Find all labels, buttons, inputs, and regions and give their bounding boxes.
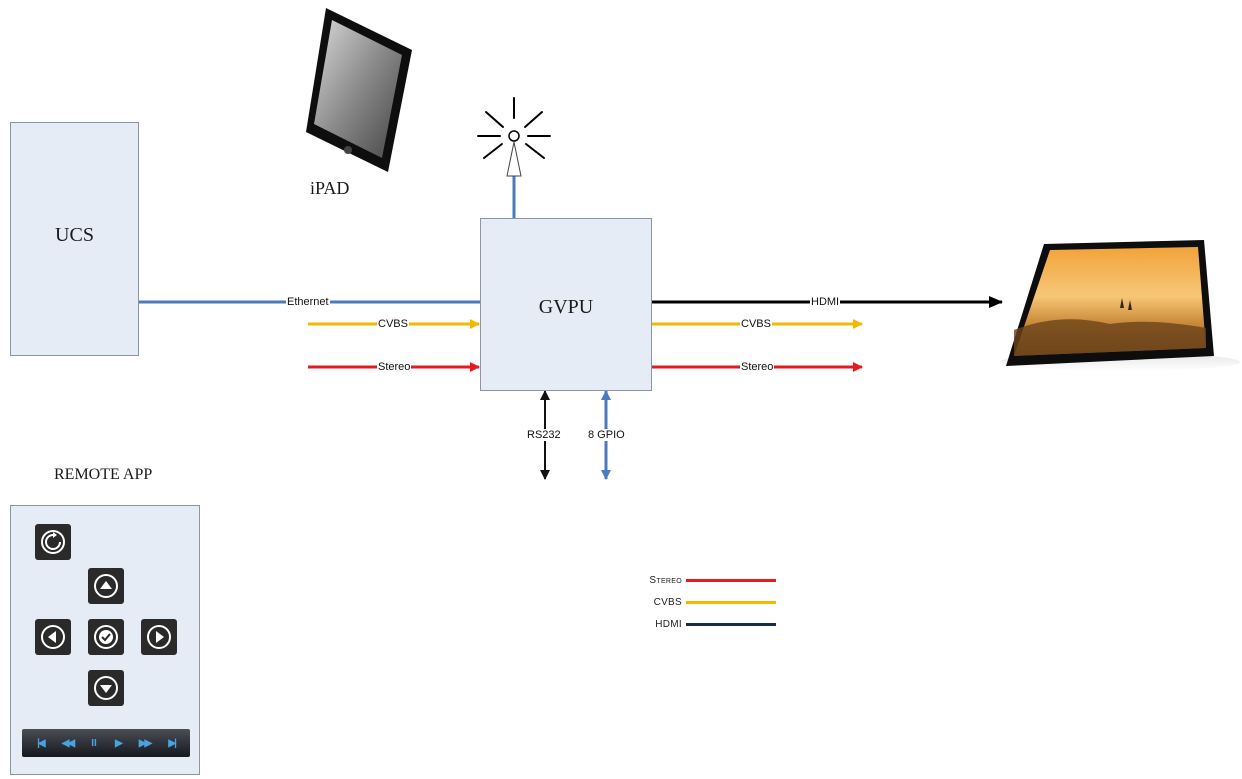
down-icon [94,676,118,700]
remote-app-panel: |◀ ◀◀ II ▶ ▶▶ ▶| [10,505,200,775]
ipad-device [306,8,412,172]
skip-forward-icon[interactable]: ▶| [168,737,176,749]
stereo-out-label: Stereo [740,361,775,373]
pause-icon[interactable]: II [91,737,97,749]
refresh-icon [41,530,65,554]
down-button[interactable] [88,670,124,706]
legend-swatch [686,623,776,626]
up-button[interactable] [88,568,124,604]
ipad-label: iPAD [310,178,350,198]
fast-forward-icon[interactable]: ▶▶ [138,737,152,749]
left-button[interactable] [35,619,71,655]
tv-monitor [1000,240,1240,371]
legend-swatch [686,601,776,604]
ok-button[interactable] [88,619,124,655]
legend-item: CVBS [630,597,776,608]
ucs-box: UCS [10,122,139,356]
right-button[interactable] [141,619,177,655]
ucs-label: UCS [55,224,94,246]
legend-label: CVBS [653,597,682,608]
refresh-button[interactable] [35,524,71,560]
ethernet-label: Ethernet [286,296,330,308]
cvbs-out-label: CVBS [740,318,772,330]
antenna-icon [477,97,551,177]
legend-swatch [686,579,776,582]
gvpu-box: GVPU [480,218,652,391]
right-icon [147,625,171,649]
play-icon[interactable]: ▶ [115,737,123,749]
legend-item: HDMI [630,619,776,630]
remote-app-title: REMOTE APP [54,466,153,483]
transport-bar: |◀ ◀◀ II ▶ ▶▶ ▶| [22,729,190,757]
ok-icon [94,625,118,649]
up-icon [94,574,118,598]
rs232-label: RS232 [526,429,562,441]
left-icon [41,625,65,649]
skip-back-icon[interactable]: |◀ [37,737,45,749]
cvbs-in-label: CVBS [377,318,409,330]
legend-item: Stereo [630,575,776,586]
rewind-icon[interactable]: ◀◀ [61,737,75,749]
legend-label: Stereo [649,575,682,586]
hdmi-out-label: HDMI [810,296,841,308]
legend-label: HDMI [655,619,682,630]
gpio-label: 8 GPIO [587,429,626,441]
stereo-in-label: Stereo [377,361,412,373]
gvpu-label: GVPU [538,296,594,318]
